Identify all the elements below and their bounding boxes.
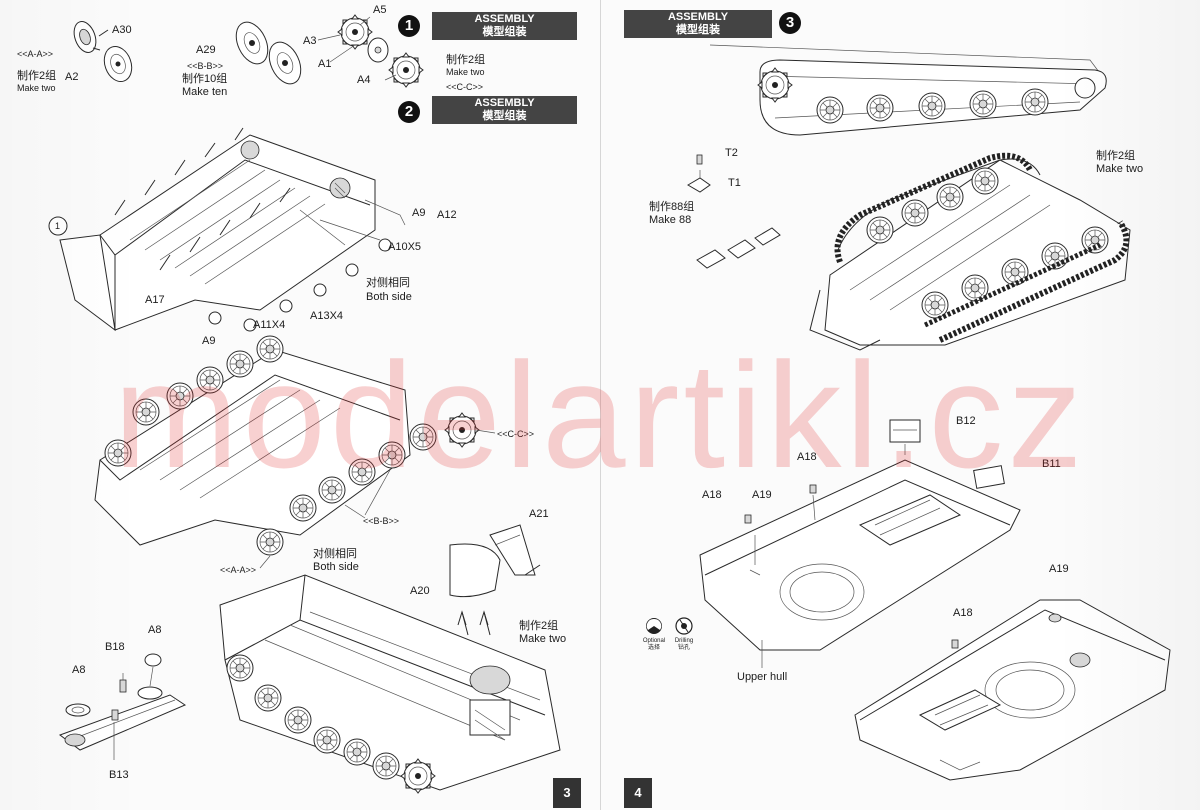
optional-icon xyxy=(646,618,662,634)
step2-make-two-zh: 制作2组 xyxy=(519,620,559,632)
part-label-a8-right: A8 xyxy=(148,624,162,636)
part-label-a1: A1 xyxy=(318,58,332,70)
step3-number: 3 xyxy=(779,12,801,34)
part-label-t2: T2 xyxy=(725,147,738,159)
step1-aa-make-zh: 制作2组 xyxy=(17,70,57,82)
step1-bb-view-label: <<B-B>> xyxy=(187,61,224,71)
step1-wheel-b xyxy=(268,41,302,85)
step2-both-side2-en: Both side xyxy=(313,561,359,573)
optional-label-en: Optional xyxy=(642,638,666,644)
part-label-a29: A29 xyxy=(196,44,216,56)
step3-hull-with-tracks xyxy=(809,152,1131,351)
step1-wheel-a2 xyxy=(103,46,133,82)
part-label-a3: A3 xyxy=(303,35,317,47)
step3-upper-hull-finished xyxy=(854,599,1171,781)
step2-reference-number: 1 xyxy=(55,221,61,231)
step2-header: ASSEMBLY 模型组装 xyxy=(432,96,577,124)
part-label-a19-left: A19 xyxy=(752,489,772,501)
step2-cc-view-label: <<C-C>> xyxy=(497,429,535,439)
part-label-a4: A4 xyxy=(357,74,371,86)
step3-header: ASSEMBLY 模型组装 xyxy=(624,10,772,38)
step3-track-side-view xyxy=(709,44,1107,136)
part-label-a20: A20 xyxy=(410,585,430,597)
page-number-left: 3 xyxy=(553,778,581,808)
step1-sprocket-a5 xyxy=(337,14,373,50)
step3-make-two-zh: 制作2组 xyxy=(1096,150,1136,162)
step1-number: 1 xyxy=(398,15,420,37)
step2-both-side-en: Both side xyxy=(366,291,412,303)
step3-upper-hull xyxy=(699,419,1021,651)
part-label-a11: A11X4 xyxy=(253,319,286,331)
step1-bb-make-en: Make ten xyxy=(182,86,228,98)
step3-make88-zh: 制作88组 xyxy=(649,201,695,213)
page-divider xyxy=(600,0,601,810)
step1-sprocket-a4 xyxy=(388,52,424,88)
part-label-a13: A13X4 xyxy=(310,310,344,322)
step3-track-link-detail xyxy=(687,154,781,269)
step1-aa-make-en: Make two xyxy=(17,83,56,93)
upper-hull-label: Upper hull xyxy=(737,671,788,683)
part-label-a9-top: A9 xyxy=(412,207,426,219)
part-label-a30: A30 xyxy=(112,24,132,36)
drilling-icon xyxy=(675,617,693,635)
step1-header: ASSEMBLY 模型组装 xyxy=(432,12,577,40)
step1-wheel-a30 xyxy=(73,21,97,53)
step3-header-en: ASSEMBLY xyxy=(667,11,729,23)
part-label-a8-left: A8 xyxy=(72,664,86,676)
part-label-b11: B11 xyxy=(1042,458,1061,470)
drilling-label-en: Drilling xyxy=(674,638,694,644)
drilling-label-zh: 钻孔 xyxy=(677,645,690,651)
step2-reference-circle xyxy=(48,216,68,236)
step1-header-en: ASSEMBLY xyxy=(474,13,535,25)
step2-aa-view-label: <<A-A>> xyxy=(220,565,257,575)
step1-cc-view-label: <<C-C>> xyxy=(446,82,484,92)
part-label-a21: A21 xyxy=(529,508,549,520)
part-label-a18-left: A18 xyxy=(702,489,722,501)
part-label-a18-top: A18 xyxy=(797,451,817,463)
part-label-t1: T1 xyxy=(728,177,741,189)
part-label-a19-right: A19 xyxy=(1049,563,1069,575)
part-label-a17: A17 xyxy=(145,294,165,306)
step1-header-zh: 模型组装 xyxy=(482,26,527,38)
step2-exhaust-shield xyxy=(449,524,541,598)
step3-make-two-en: Make two xyxy=(1096,163,1144,175)
step2-make-two-en: Make two xyxy=(519,633,567,645)
step1-cc-make-en: Make two xyxy=(446,67,485,77)
optional-label-zh: 选择 xyxy=(647,645,660,651)
step3-header-zh: 模型组装 xyxy=(676,24,720,36)
part-label-a10: A10X5 xyxy=(388,241,422,253)
step2-hatch-subassembly xyxy=(58,653,187,760)
step1-hub-a1 xyxy=(367,37,389,63)
step3-make88-en: Make 88 xyxy=(649,214,692,226)
step2-number: 2 xyxy=(398,101,420,123)
step2-hull-upper-view xyxy=(59,127,406,332)
step2-lower-hull-view xyxy=(219,574,561,794)
step2-both-side-zh: 对侧相同 xyxy=(366,277,410,289)
step1-bb-make-zh: 制作10组 xyxy=(182,73,228,85)
step2-header-en: ASSEMBLY xyxy=(474,97,535,109)
part-label-a12: A12 xyxy=(437,209,457,221)
part-label-b18: B18 xyxy=(105,641,125,653)
part-label-a2: A2 xyxy=(65,71,79,83)
step2-bb-view-label: <<B-B>> xyxy=(363,516,400,526)
part-label-a18-right: A18 xyxy=(953,607,973,619)
step1-aa-view-label: <<A-A>> xyxy=(17,49,54,59)
step1-cc-make-zh: 制作2组 xyxy=(446,54,486,66)
part-label-b12: B12 xyxy=(956,415,976,427)
step2-both-side2-zh: 对侧相同 xyxy=(313,548,357,560)
page-number-right: 4 xyxy=(624,778,652,808)
step2-hull-wheels-view xyxy=(94,335,496,569)
part-label-a5: A5 xyxy=(373,4,387,16)
step2-header-zh: 模型组装 xyxy=(482,110,527,122)
step1-wheel-a29 xyxy=(235,21,269,65)
part-label-b13: B13 xyxy=(109,769,129,781)
part-label-a9-bottom: A9 xyxy=(202,335,216,347)
